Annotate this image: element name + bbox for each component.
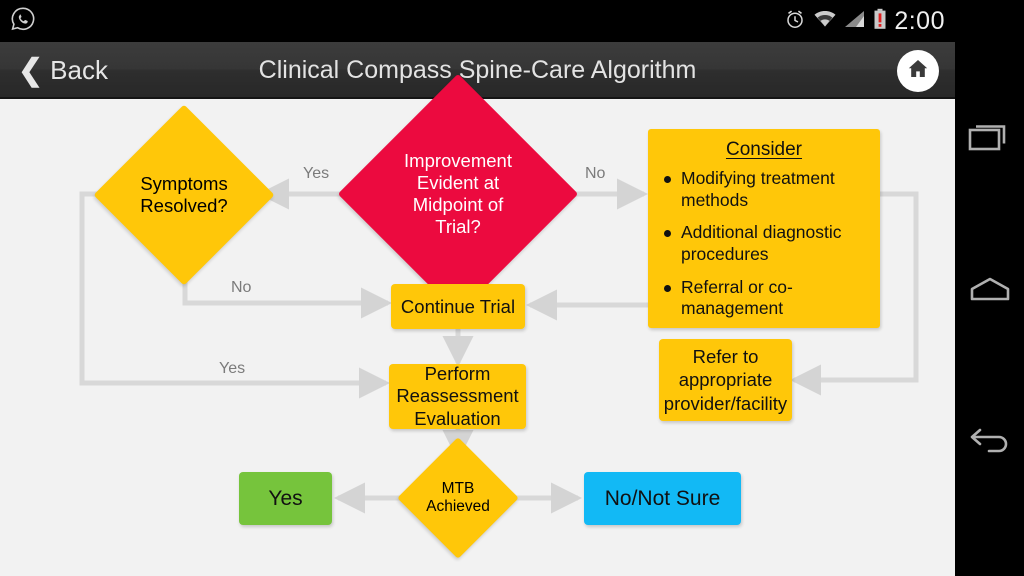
home-button-nav[interactable] (955, 262, 1024, 322)
label-line-2: Reassessment (396, 385, 519, 407)
label-line-3: provider/facility (663, 392, 788, 414)
consider-heading: Consider (725, 139, 803, 160)
android-navigation-bar (955, 0, 1024, 576)
recent-apps-button[interactable] (955, 110, 1024, 170)
page-title: Clinical Compass Spine-Care Algorithm (258, 56, 697, 84)
node-perform-reassessment[interactable]: Perform Reassessment Evaluation (389, 362, 526, 429)
recent-apps-icon (967, 120, 1013, 161)
consider-list: Modifying treatment methods Additional d… (662, 168, 866, 320)
node-continue-trial[interactable]: Continue Trial (391, 284, 525, 329)
node-consider-panel[interactable]: Consider Modifying treatment methods Add… (648, 129, 880, 329)
consider-list-item: Additional diagnostic procedures (662, 222, 866, 265)
back-button[interactable]: ❮ Back (10, 42, 116, 99)
status-bar-clock: 2:00 (894, 7, 945, 35)
chevron-left-icon: ❮ (18, 53, 44, 87)
whatsapp-icon (10, 6, 36, 37)
status-bar-system-icons: 2:00 (784, 3, 945, 39)
node-outcome-no-not-sure[interactable]: No/Not Sure (584, 472, 741, 525)
label-line-1: Perform (424, 362, 491, 384)
home-icon (905, 56, 931, 87)
device-screen: 2:00 Clinical Compass Spine-Care Algorit… (0, 0, 955, 576)
back-icon (967, 422, 1013, 463)
label-line-1: Refer to (692, 346, 759, 368)
edge-label-symptoms-no: No (231, 279, 252, 296)
node-symptoms-resolved[interactable]: Symptoms Resolved? (93, 104, 275, 286)
battery-low-icon (873, 8, 887, 35)
flowchart-canvas: Yes No No Yes Symptoms Resolved? (0, 73, 955, 576)
edge-label-improvement-yes: Yes (303, 165, 330, 182)
status-bar: 2:00 (0, 0, 955, 42)
wifi-icon (813, 9, 837, 34)
home-icon (967, 274, 1013, 311)
label-line-2: appropriate (678, 369, 773, 391)
cellular-signal-icon (844, 9, 866, 34)
home-button[interactable] (897, 50, 939, 92)
diamond-shape (397, 437, 519, 559)
consider-list-item: Referral or co-management (662, 277, 866, 320)
label-line-3: Evaluation (414, 407, 501, 429)
back-button-label: Back (50, 55, 108, 85)
diamond-shape (337, 73, 579, 315)
alarm-icon (784, 8, 806, 35)
edge-label-improvement-no: No (585, 165, 606, 182)
edge-label-symptoms-yes: Yes (219, 360, 246, 377)
diamond-shape (93, 104, 275, 286)
app-title-bar: Clinical Compass Spine-Care Algorithm ❮ … (0, 42, 955, 99)
back-button-nav[interactable] (955, 412, 1024, 472)
node-outcome-yes[interactable]: Yes (239, 472, 332, 525)
status-bar-notifications (10, 6, 36, 37)
node-refer-provider[interactable]: Refer to appropriate provider/facility (659, 339, 792, 421)
consider-list-item: Modifying treatment methods (662, 168, 866, 211)
node-improvement-evident[interactable]: Improvement Evident at Midpoint of Trial… (337, 73, 579, 315)
node-mtb-achieved[interactable]: MTB Achieved (397, 437, 519, 559)
